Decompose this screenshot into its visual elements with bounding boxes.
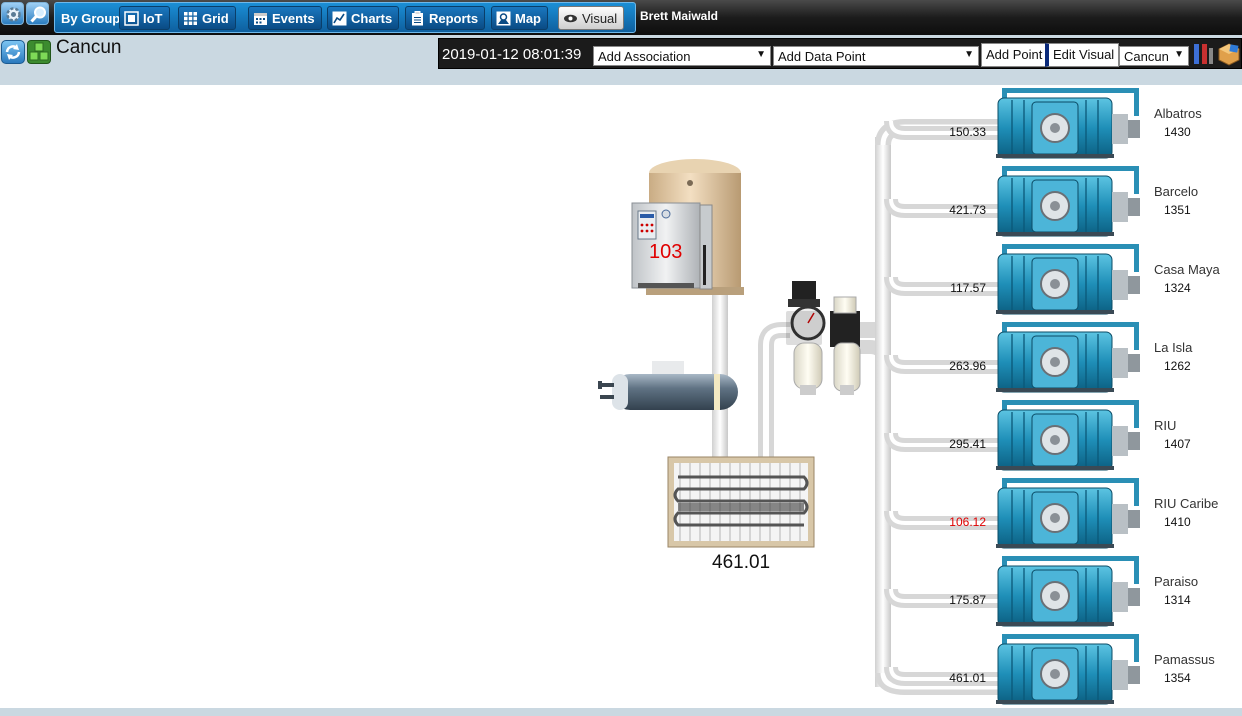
refresh-icon[interactable] [1, 40, 25, 64]
tab-reports[interactable]: Reports [405, 6, 486, 30]
datapoint-select-value: Add Data Point [778, 49, 866, 64]
user-name: Brett Maiwald [640, 9, 719, 23]
line-chart-icon [332, 11, 347, 26]
calendar-icon [253, 11, 268, 26]
tab-grid[interactable]: Grid [178, 6, 236, 30]
pool-name: RIU [1154, 418, 1177, 433]
branch-pipe-highlight [889, 120, 1000, 135]
branch-pipe-highlight [889, 198, 1000, 213]
chevron-down-icon: ▼ [756, 49, 766, 60]
heater-reading: 103 [649, 241, 683, 263]
pool-pump[interactable] [996, 166, 1140, 237]
pool-flow-value: 421.73 [949, 203, 986, 217]
pool-pump[interactable] [996, 400, 1140, 471]
pool-pump[interactable] [996, 244, 1140, 315]
group-navigation: By Group: IoT Grid Events Charts [54, 2, 636, 33]
pressure-regulator-filter [786, 281, 861, 395]
pool-flow-value: 461.01 [949, 671, 986, 685]
pool-pump[interactable] [996, 634, 1140, 705]
datapoint-select[interactable]: Add Data Point ▼ [773, 46, 979, 66]
pool-pump[interactable] [996, 322, 1140, 393]
pool-flow-value: 150.33 [949, 125, 986, 139]
chevron-down-icon: ▼ [964, 49, 974, 60]
site-header: Cancun 2019-01-12 08:01:39 Add Associati… [0, 35, 1242, 85]
by-group-label: By Group: [61, 11, 125, 26]
tank-pipes-icon[interactable] [1191, 42, 1215, 66]
pool-id: 1324 [1164, 281, 1191, 295]
branch-pipe-highlight [889, 432, 1000, 447]
branch-pipe-highlight [889, 354, 1000, 369]
pool-id: 1262 [1164, 359, 1191, 373]
pool-pump[interactable] [996, 556, 1140, 627]
pool-flow-value: 106.12 [949, 515, 986, 529]
pool-branches [884, 88, 1140, 705]
site-select[interactable]: Cancun ▼ [1119, 46, 1189, 66]
branch-pipe-highlight [889, 276, 1000, 291]
settings-gear-icon[interactable] [1, 2, 24, 25]
group-blocks-icon[interactable] [27, 40, 51, 64]
branch-pipe-highlight [889, 510, 1000, 525]
map-pin-icon [496, 11, 511, 26]
pressure-cylinder [598, 361, 738, 410]
clipboard-icon [410, 10, 425, 26]
pool-name: Albatros [1154, 106, 1202, 121]
chevron-down-icon: ▼ [1174, 49, 1184, 60]
pool-flow-value: 175.87 [949, 593, 986, 607]
pool-pump[interactable] [996, 478, 1140, 549]
eye-icon [563, 11, 578, 26]
tab-charts-label: Charts [351, 10, 393, 26]
pool-id: 1314 [1164, 593, 1191, 607]
heat-exchanger [667, 456, 815, 548]
iot-grid-icon [124, 10, 139, 26]
pool-id: 1351 [1164, 203, 1191, 217]
top-toolbar: By Group: IoT Grid Events Charts [0, 0, 1242, 35]
edit-visual-button[interactable]: Edit Visual [1045, 43, 1120, 67]
pool-flow-value: 295.41 [949, 437, 986, 451]
pool-name: Paraiso [1154, 574, 1199, 589]
pool-flow-value: 117.57 [950, 281, 986, 295]
tab-visual[interactable]: Visual [558, 6, 625, 30]
tab-grid-label: Grid [202, 10, 229, 26]
tab-visual-label: Visual [582, 10, 618, 26]
pool-id: 1430 [1164, 125, 1191, 139]
site-select-value: Cancun [1124, 49, 1169, 64]
pool-name: La Isla [1154, 340, 1193, 355]
pool-name: RIU Caribe [1154, 496, 1219, 511]
tab-map-label: Map [515, 10, 541, 26]
pool-id: 1410 [1164, 515, 1191, 529]
search-magnifier-icon[interactable] [26, 2, 49, 25]
association-select[interactable]: Add Association ▼ [593, 46, 771, 66]
pool-flow-value: 263.96 [949, 359, 986, 373]
tab-reports-label: Reports [429, 10, 479, 26]
water-heater-tank [631, 159, 744, 295]
pool-name: Pamassus [1154, 652, 1215, 667]
tab-events[interactable]: Events [248, 6, 322, 30]
tab-iot[interactable]: IoT [119, 6, 170, 30]
visual-canvas: 103 461.01 150.33 Albatros 1430 421.73 Barce… [0, 85, 1242, 708]
pool-id: 1407 [1164, 437, 1191, 451]
exchanger-reading: 461.01 [712, 552, 771, 573]
tab-charts[interactable]: Charts [327, 6, 400, 30]
current-datetime: 2019-01-12 08:01:39 [442, 46, 582, 63]
add-point-button[interactable]: Add Point [981, 43, 1048, 67]
branch-pipe-highlight [889, 666, 1000, 681]
branch-pipe-highlight [889, 588, 1000, 603]
page-title: Cancun [56, 37, 122, 58]
pool-name: Barcelo [1154, 184, 1199, 199]
package-box-icon[interactable] [1217, 42, 1241, 66]
pool-id: 1354 [1164, 671, 1191, 685]
pool-pump[interactable] [996, 88, 1140, 159]
pool-name: Casa Maya [1154, 262, 1220, 277]
association-select-value: Add Association [598, 49, 691, 64]
footer-strip [0, 708, 1242, 716]
visual-controls: 2019-01-12 08:01:39 Add Association ▼ Ad… [438, 38, 1242, 69]
tab-iot-label: IoT [143, 10, 163, 26]
tab-events-label: Events [272, 10, 315, 26]
grid-icon [183, 11, 198, 26]
tab-map[interactable]: Map [491, 6, 548, 30]
